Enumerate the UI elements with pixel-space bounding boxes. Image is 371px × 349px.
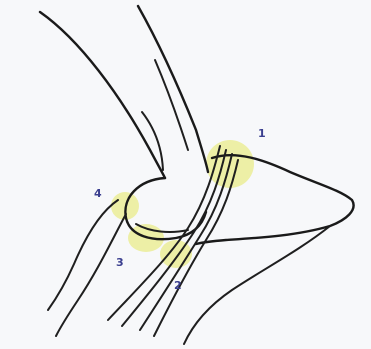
marker-label-1: 1 [258, 127, 266, 140]
upper-bone-left-edge [40, 12, 165, 178]
lower-bone-lower-edge [184, 226, 330, 344]
marker-label-4: 4 [94, 187, 102, 200]
marker-label-3: 3 [116, 256, 124, 269]
upper-bone-outline [40, 6, 208, 178]
marker-label-2: 2 [174, 279, 182, 292]
